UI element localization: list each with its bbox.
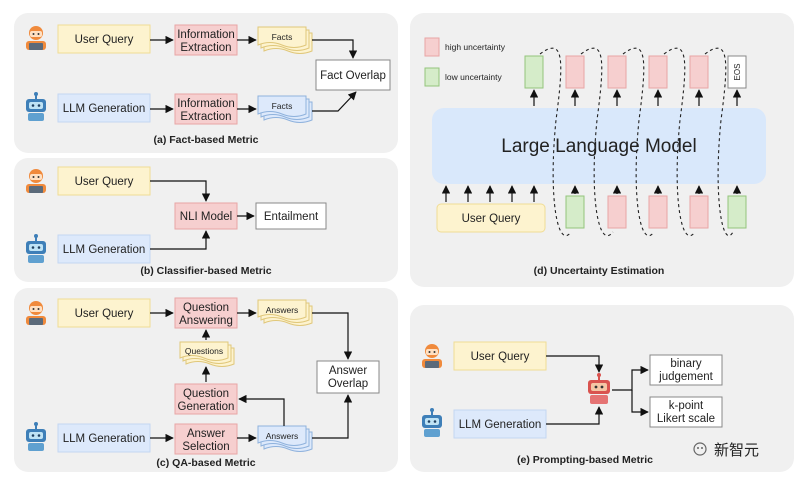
binary-line1: binary	[670, 358, 702, 370]
question-generation-box	[174, 383, 238, 415]
input-arrows	[441, 185, 539, 202]
facts-document-top	[257, 26, 313, 54]
arrow	[312, 394, 353, 439]
facts-label: Facts	[272, 101, 293, 111]
llm-generation-label: LLM Generation	[63, 244, 145, 256]
caption-c: (c) QA-based Metric	[156, 457, 255, 469]
caption-e: (e) Prompting-based Metric	[517, 454, 653, 466]
llm-generation-box	[57, 234, 151, 264]
legend-low-swatch	[424, 67, 440, 87]
input-token-box	[565, 195, 585, 229]
feedback-dashed-arrow	[580, 47, 614, 237]
input-token-box	[648, 195, 668, 229]
likert-line1: k-point	[669, 400, 704, 412]
facts-label: Facts	[272, 32, 293, 42]
answer-selection-box	[174, 423, 238, 455]
question-answering-line2: Answering	[179, 315, 233, 327]
answer-overlap-line2: Overlap	[328, 378, 368, 390]
caption-b: (b) Classifier-based Metric	[140, 265, 271, 277]
binary-line2: judgement	[658, 371, 714, 383]
caption-d: (d) Uncertainty Estimation	[534, 265, 665, 277]
wechat-watermark-icon	[693, 442, 707, 456]
legend-low-label: low uncertainty	[445, 72, 502, 82]
llm-generation-label: LLM Generation	[459, 419, 541, 431]
feedback-dashed-arrow	[663, 47, 696, 237]
large-language-model-label: Large Language Model	[501, 136, 696, 157]
output-token-box	[607, 55, 627, 89]
watermark-text: 新智元	[714, 441, 759, 459]
nli-model-label: NLI Model	[180, 211, 232, 223]
answers-document-top	[257, 299, 313, 326]
legend-high-label: high uncertainty	[445, 42, 506, 52]
questions-label: Questions	[185, 346, 223, 356]
llm-generation-box	[453, 409, 547, 439]
caption-a: (a) Fact-based Metric	[153, 134, 258, 146]
arrow	[150, 180, 211, 202]
likert-scale-box	[649, 396, 723, 428]
fact-overlap-label: Fact Overlap	[320, 70, 386, 82]
feedback-dashed-arrow	[704, 47, 734, 237]
user-query-label: User Query	[471, 351, 530, 363]
question-generation-line1: Question	[183, 388, 229, 400]
feedback-dashed-arrow	[539, 47, 572, 237]
input-token-box	[689, 195, 709, 229]
llm-generation-box	[57, 93, 151, 123]
info-extraction-line2: Extraction	[180, 42, 231, 54]
user-query-label: User Query	[75, 308, 134, 320]
output-token-box	[689, 55, 709, 89]
info-extraction-line2: Extraction	[180, 111, 231, 123]
arrow	[546, 355, 604, 373]
arrow	[150, 230, 211, 250]
entailment-label: Entailment	[264, 211, 319, 223]
answer-overlap-box	[316, 360, 380, 394]
user-query-box	[57, 24, 151, 54]
answer-selection-line1: Answer	[187, 428, 226, 440]
user-query-label: User Query	[75, 176, 134, 188]
eos-label: EOS	[733, 64, 742, 81]
token-columns: EOS	[524, 47, 747, 237]
user-query-box	[436, 203, 546, 233]
arrow	[312, 39, 358, 59]
info-extraction-line1: Information	[177, 98, 235, 110]
answers-label: Answers	[266, 431, 299, 441]
question-answering-box	[174, 297, 238, 329]
large-language-model-box	[432, 108, 766, 184]
answers-document-bottom	[257, 425, 313, 452]
arrow	[612, 365, 649, 391]
legend-high-swatch	[424, 37, 440, 57]
question-answering-line1: Question	[183, 302, 229, 314]
eos-token-box	[727, 55, 747, 89]
questions-document	[179, 341, 235, 367]
arrow	[631, 390, 649, 417]
llm-generation-label: LLM Generation	[63, 433, 145, 445]
fact-overlap-box	[315, 59, 391, 91]
answer-overlap-line1: Answer	[329, 365, 368, 377]
arrow	[238, 394, 285, 426]
feedback-dashed-arrow	[622, 47, 655, 237]
input-token-box	[727, 195, 747, 229]
arrow	[546, 406, 604, 425]
output-token-box	[648, 55, 668, 89]
answer-selection-line2: Selection	[182, 441, 229, 453]
entailment-box	[255, 202, 327, 230]
user-query-box	[453, 341, 547, 371]
user-query-label: User Query	[462, 213, 521, 225]
arrow	[312, 312, 353, 360]
user-query-label: User Query	[75, 34, 134, 46]
nli-model-box	[174, 202, 238, 230]
output-token-box	[565, 55, 585, 89]
llm-generation-label: LLM Generation	[63, 103, 145, 115]
answers-label: Answers	[266, 305, 299, 315]
binary-judgement-box	[649, 354, 723, 386]
question-generation-line2: Generation	[178, 401, 235, 413]
input-token-box	[607, 195, 627, 229]
facts-document-bottom	[257, 95, 313, 123]
output-token-box	[524, 55, 544, 89]
likert-line2: Likert scale	[657, 413, 715, 425]
arrow	[312, 91, 357, 112]
judge-robot-icon	[588, 373, 610, 404]
info-extraction-line1: Information	[177, 29, 235, 41]
